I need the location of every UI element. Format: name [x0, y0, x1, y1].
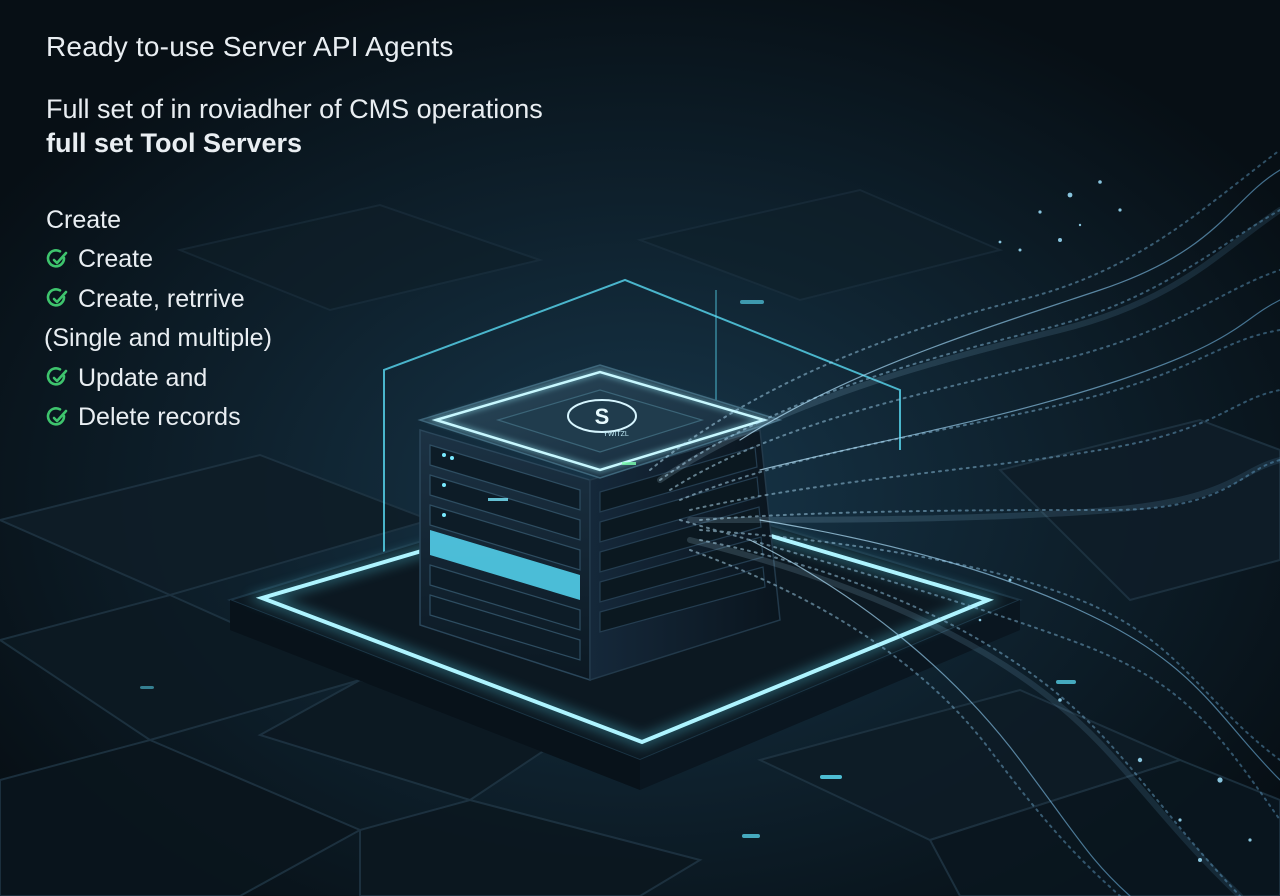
data-stream [649, 149, 1280, 896]
feature-text: Create [78, 245, 154, 273]
check-icon [46, 406, 68, 426]
feature-text: (Single and multiple) [44, 324, 272, 352]
device-logo-caption: YWITZL [603, 431, 629, 438]
data-particles [978, 180, 1252, 862]
feature-copy: Ready to-use Server API Agents Full set … [44, 28, 686, 438]
list-item: Delete records [46, 398, 686, 438]
check-icon [46, 367, 68, 386]
subtitle-line-2: full set Tool Servers [46, 128, 303, 158]
feature-text: Delete records [78, 403, 241, 431]
list-item: Create [46, 240, 686, 280]
list-item: (Single and multiple) [44, 319, 686, 359]
floor-lights [140, 300, 1076, 838]
list-item: Update and [46, 359, 686, 399]
device-logo: S [595, 404, 610, 429]
feature-text: Create, retrrive [78, 284, 245, 313]
server-cube: S YWITZL [417, 364, 783, 682]
feature-list: Create Create, retrrive (Single and mult… [44, 240, 686, 438]
check-icon [46, 248, 68, 268]
subtitle-line-1: Full set of in roviadher of CMS operatio… [46, 94, 543, 124]
features-heading: Create [46, 206, 122, 234]
feature-text: Update and [78, 363, 208, 392]
list-item: Create, retrrive [46, 280, 686, 320]
check-icon [46, 288, 68, 307]
page-title: Ready to-use Server API Agents [46, 31, 454, 62]
floor-grid [0, 188, 1280, 896]
